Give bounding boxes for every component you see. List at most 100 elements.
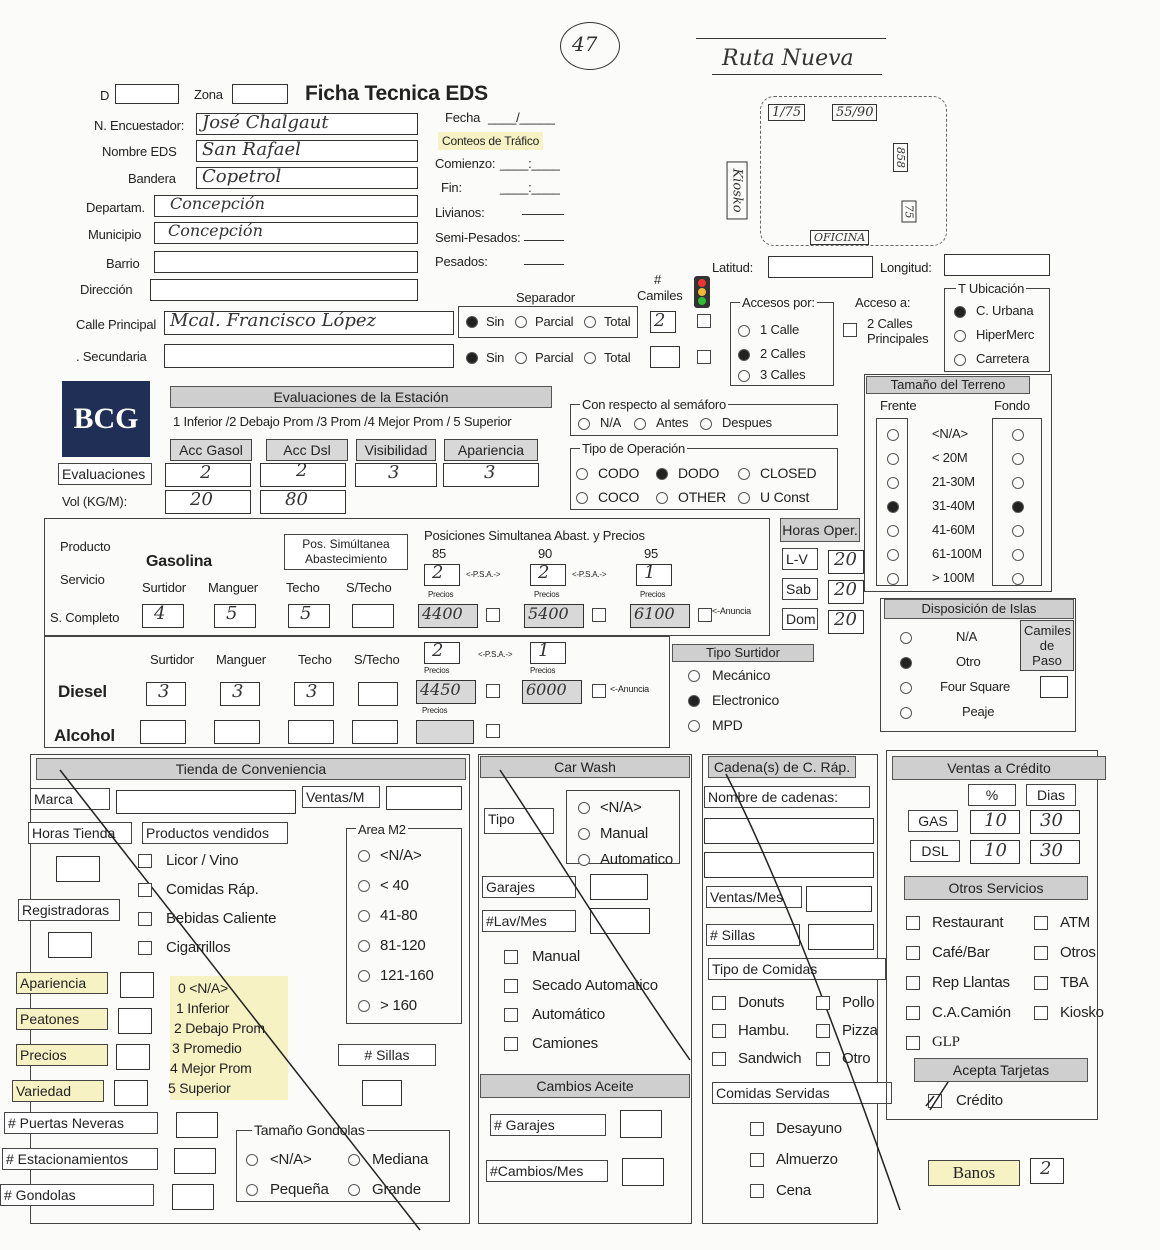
- cadena-sillas-field[interactable]: [808, 924, 874, 950]
- cw-service-check[interactable]: [504, 950, 518, 964]
- acceso-a-check[interactable]: [843, 323, 857, 337]
- semaforo-na-radio[interactable]: [578, 418, 590, 430]
- ventas-m-field[interactable]: [386, 786, 462, 810]
- area-radio[interactable]: [358, 850, 370, 862]
- eval-acc-gasol-field[interactable]: [165, 463, 251, 487]
- gas-price-field[interactable]: [524, 604, 584, 628]
- terreno-frente-radio[interactable]: [887, 501, 899, 513]
- cw-tipo-radio[interactable]: [578, 828, 590, 840]
- islas-radio[interactable]: [900, 657, 912, 669]
- cw-service-check[interactable]: [504, 1008, 518, 1022]
- alcohol-count-field[interactable]: [352, 720, 398, 744]
- terreno-frente-radio[interactable]: [887, 453, 899, 465]
- anuncia-check[interactable]: [592, 608, 606, 622]
- producto-check[interactable]: [138, 883, 152, 897]
- alcohol-count-field[interactable]: [214, 720, 260, 744]
- alcohol-count-field[interactable]: [140, 720, 186, 744]
- latitud-field[interactable]: [768, 256, 873, 278]
- cadena-ventas-field[interactable]: [806, 886, 872, 912]
- diesel-count-field[interactable]: [358, 682, 398, 706]
- area-radio[interactable]: [358, 970, 370, 982]
- terreno-fondo-radio[interactable]: [1012, 501, 1024, 513]
- comida-check[interactable]: [816, 1024, 830, 1038]
- barrio-field[interactable]: [154, 251, 418, 273]
- departam-field[interactable]: [154, 195, 418, 217]
- acceso-1calle-radio[interactable]: [738, 325, 750, 337]
- vol-gasol-field[interactable]: [165, 490, 251, 514]
- cw-service-check[interactable]: [504, 1037, 518, 1051]
- anuncia-check[interactable]: [486, 608, 500, 622]
- producto-check[interactable]: [138, 854, 152, 868]
- credito-check[interactable]: [928, 1094, 942, 1108]
- gas-position-field[interactable]: [530, 564, 566, 586]
- semipesados-line[interactable]: [524, 240, 564, 241]
- sep-principal-total-radio[interactable]: [584, 316, 596, 328]
- encuestador-field[interactable]: [196, 113, 418, 135]
- ubicacion-hipermerc-radio[interactable]: [954, 330, 966, 342]
- servida-check[interactable]: [750, 1184, 764, 1198]
- semaforo-antes-radio[interactable]: [634, 418, 646, 430]
- zona-field[interactable]: [232, 84, 288, 104]
- op-codo-radio[interactable]: [576, 468, 588, 480]
- vol-dsl-field[interactable]: [260, 490, 346, 514]
- terreno-fondo-radio[interactable]: [1012, 429, 1024, 441]
- sep-secundaria-parcial-radio[interactable]: [515, 352, 527, 364]
- terreno-fondo-radio[interactable]: [1012, 525, 1024, 537]
- diesel-anuncia-check[interactable]: [592, 684, 606, 698]
- otros-check[interactable]: [906, 916, 920, 930]
- rating-field[interactable]: [120, 972, 154, 998]
- credito-dias-field[interactable]: [1030, 840, 1080, 864]
- sep-principal-parcial-radio[interactable]: [515, 316, 527, 328]
- cadena-name-field-1[interactable]: [704, 818, 874, 844]
- rating-field[interactable]: [118, 1008, 152, 1034]
- estacionamientos-field[interactable]: [174, 1148, 216, 1174]
- gas-count-field[interactable]: [288, 604, 330, 628]
- area-radio[interactable]: [358, 1000, 370, 1012]
- eval-visibilidad-field[interactable]: [355, 463, 437, 487]
- otros-check[interactable]: [1034, 946, 1048, 960]
- rating-field[interactable]: [116, 1044, 150, 1070]
- sep-secundaria-total-radio[interactable]: [584, 352, 596, 364]
- gondolas-field[interactable]: [172, 1184, 214, 1210]
- islas-radio[interactable]: [900, 682, 912, 694]
- anuncia-check[interactable]: [698, 608, 712, 622]
- surtidor-radio[interactable]: [688, 695, 700, 707]
- otros-check[interactable]: [906, 946, 920, 960]
- semaforo-principal-check[interactable]: [697, 314, 711, 328]
- op-closed-radio[interactable]: [738, 468, 750, 480]
- diesel-price-field[interactable]: [416, 680, 476, 704]
- servida-check[interactable]: [750, 1153, 764, 1167]
- terreno-frente-radio[interactable]: [887, 477, 899, 489]
- puertas-field[interactable]: [176, 1112, 218, 1138]
- alcohol-count-field[interactable]: [288, 720, 334, 744]
- cambios-mes-field[interactable]: [622, 1158, 664, 1186]
- horas-tienda-field[interactable]: [56, 856, 100, 882]
- op-dodo-radio[interactable]: [656, 468, 668, 480]
- terreno-fondo-radio[interactable]: [1012, 573, 1024, 585]
- diesel-price-field[interactable]: [522, 680, 582, 704]
- bandera-field[interactable]: [196, 167, 418, 189]
- diesel-count-field[interactable]: [146, 682, 186, 706]
- gas-count-field[interactable]: [352, 604, 394, 628]
- ubicacion-urbana-radio[interactable]: [954, 306, 966, 318]
- diesel-position-field[interactable]: [424, 642, 460, 664]
- area-radio[interactable]: [358, 940, 370, 952]
- calle-principal-field[interactable]: [164, 311, 454, 335]
- comida-check[interactable]: [712, 1024, 726, 1038]
- direccion-field[interactable]: [150, 279, 418, 301]
- producto-check[interactable]: [138, 912, 152, 926]
- garajes-field[interactable]: [590, 874, 648, 900]
- diesel-count-field[interactable]: [294, 682, 334, 706]
- terreno-fondo-radio[interactable]: [1012, 453, 1024, 465]
- acceso-3calles-radio[interactable]: [738, 370, 750, 382]
- otros-check[interactable]: [1034, 1006, 1048, 1020]
- nombre-eds-field[interactable]: [196, 140, 418, 162]
- islas-radio[interactable]: [900, 707, 912, 719]
- diesel-position-field[interactable]: [530, 642, 566, 664]
- horas-value-field[interactable]: [828, 580, 864, 604]
- op-other-radio[interactable]: [656, 492, 668, 504]
- camiles-paso-field[interactable]: [1040, 676, 1068, 698]
- banos-field[interactable]: [1030, 1158, 1064, 1184]
- surtidor-radio[interactable]: [688, 670, 700, 682]
- cadena-name-field-2[interactable]: [704, 852, 874, 878]
